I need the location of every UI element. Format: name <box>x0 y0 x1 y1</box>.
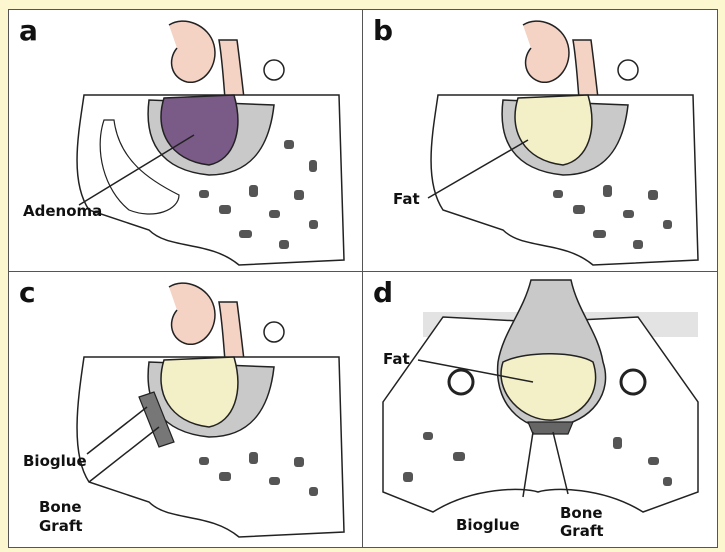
panel-a-illustration <box>9 10 363 272</box>
panel-b: b Fat <box>362 9 718 273</box>
bone-graft-label-line2: Graft <box>39 517 83 536</box>
bone-graft-label-line1: Bone <box>39 498 82 517</box>
bioglue-label: Bioglue <box>23 452 87 471</box>
optic-chiasm <box>169 283 215 344</box>
vessel-icon <box>618 60 638 80</box>
vessel-icon <box>264 60 284 80</box>
fat-label: Fat <box>393 190 420 209</box>
panel-a: a Adenoma <box>8 9 364 273</box>
panel-d: d Fat Bioglue Bone Graft <box>362 271 718 548</box>
bioglue-label: Bioglue <box>456 516 520 535</box>
panel-c: c Bioglue Bone Graft <box>8 271 364 548</box>
vessel-icon <box>264 322 284 342</box>
panel-d-illustration <box>363 272 717 547</box>
panel-d-letter: d <box>373 276 393 309</box>
bone-graft-label-line1: Bone <box>560 504 603 523</box>
carotid-left-icon <box>449 370 473 394</box>
panel-b-letter: b <box>373 14 393 47</box>
optic-chiasm <box>169 21 215 82</box>
bone-graft-shape <box>528 422 573 434</box>
bone-graft-label-line2: Graft <box>560 522 604 541</box>
carotid-right-icon <box>621 370 645 394</box>
panel-c-letter: c <box>19 276 36 309</box>
panel-b-illustration <box>363 10 717 272</box>
fat-label: Fat <box>383 350 410 369</box>
adenoma-label: Adenoma <box>23 202 102 221</box>
panel-a-letter: a <box>19 14 38 47</box>
optic-chiasm <box>523 21 569 82</box>
